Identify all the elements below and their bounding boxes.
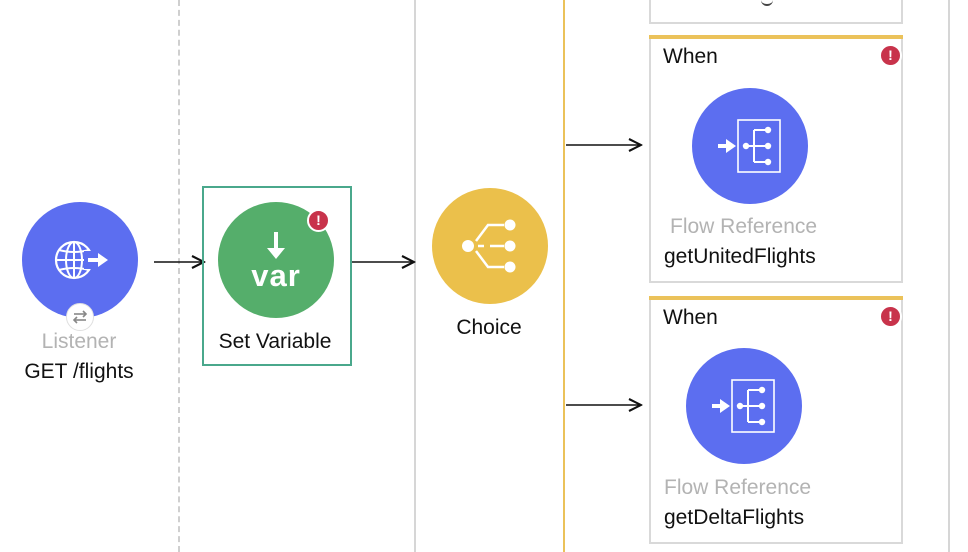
var-icon-text: var: [251, 258, 301, 293]
listener-name: GET /flights: [24, 360, 134, 383]
route-error-icon[interactable]: !: [879, 305, 902, 328]
choice-name: Choice: [456, 316, 522, 339]
lane-divider: [414, 0, 416, 552]
globe-arrow-icon: [54, 240, 108, 280]
flow-reference-name: getUnitedFlights: [664, 245, 816, 268]
route-card-partial[interactable]: [649, 0, 903, 24]
flow-reference-circle[interactable]: [692, 88, 808, 204]
flow-reference-icon: [718, 119, 781, 173]
set-variable-error-icon[interactable]: !: [307, 209, 330, 232]
partial-card-text-fragment: [761, 0, 773, 6]
when-route-topbar: [649, 35, 903, 39]
swap-badge-icon: [66, 303, 94, 331]
route-error-icon[interactable]: !: [879, 44, 902, 67]
set-variable-component[interactable]: [202, 186, 352, 366]
flow-reference-type-label: Flow Reference: [664, 476, 812, 499]
listener-circle[interactable]: [22, 202, 138, 318]
listener-type-label: Listener: [41, 330, 117, 353]
branch-icon: [462, 219, 516, 273]
download-arrow-icon: [267, 232, 285, 259]
flow-reference-name: getDeltaFlights: [664, 506, 805, 529]
when-header-label: When: [663, 45, 718, 68]
when-route-topbar: [649, 296, 903, 300]
when-route-card-2[interactable]: When ! Flow Reference getDeltaFlights: [649, 296, 903, 544]
flow-reference-type-label: Flow Reference: [670, 215, 818, 238]
when-header-label: When: [663, 306, 718, 329]
right-scope-line: [948, 0, 950, 552]
choice-scope-line: [563, 0, 565, 552]
flow-reference-icon: [712, 379, 775, 433]
when-route-card-1[interactable]: When ! Flow Reference getUnitedFlights: [649, 35, 903, 283]
set-variable-name: Set Variable: [218, 330, 332, 353]
choice-circle[interactable]: [432, 188, 548, 304]
lane-divider-dashed: [178, 0, 180, 552]
flow-reference-circle[interactable]: [686, 348, 802, 464]
